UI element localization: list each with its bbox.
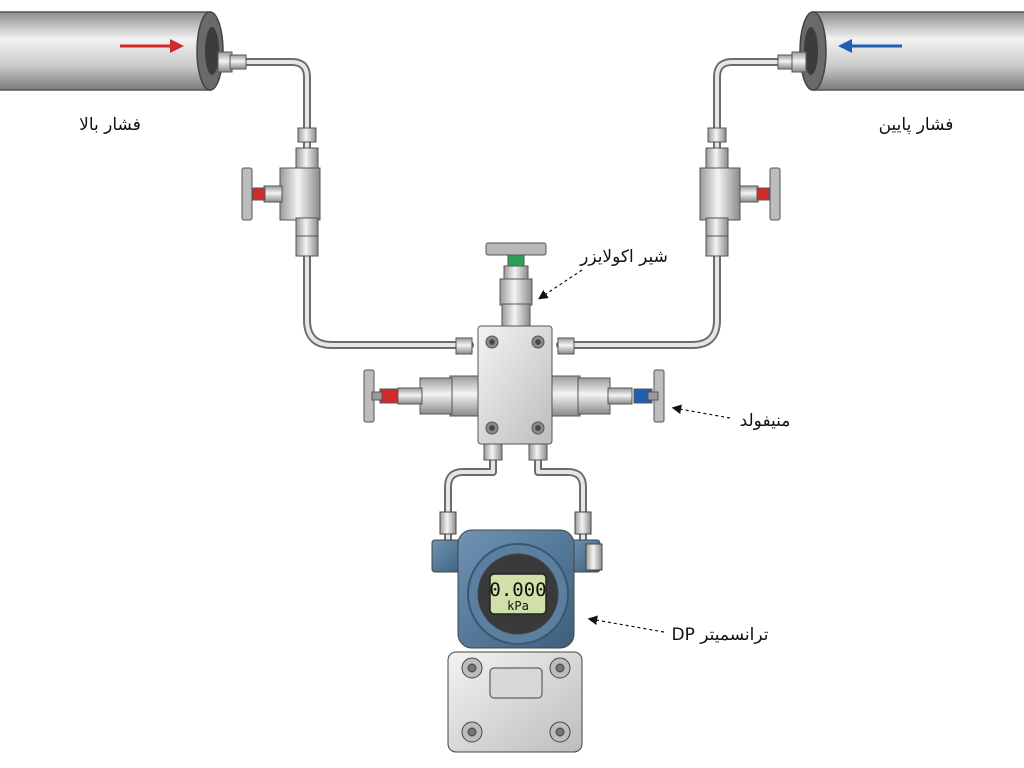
equalizer-valve bbox=[485, 242, 547, 327]
high-pressure-pipe bbox=[0, 11, 224, 91]
dp-transmitter bbox=[431, 511, 603, 753]
low-pressure-flow-arrow bbox=[838, 39, 902, 53]
low-side-isolation-valve bbox=[699, 147, 781, 237]
manifold-callout bbox=[671, 404, 731, 419]
dp-transmitter-label: ترانسمیتر DP bbox=[672, 625, 769, 645]
display-value: 0.000 bbox=[489, 579, 546, 601]
low-pressure-label: فشار پایین bbox=[879, 115, 954, 135]
high-side-isolation-valve bbox=[241, 147, 321, 237]
equalizer-valve-label: شیر اکولایزر bbox=[579, 247, 668, 267]
manifold-block bbox=[363, 325, 665, 461]
high-pressure-label: فشار بالا bbox=[79, 115, 141, 135]
manifold-label: منیفولد bbox=[740, 411, 791, 431]
equalizer-valve-callout bbox=[538, 269, 583, 300]
display-unit: kPa bbox=[507, 599, 529, 613]
dp-transmitter-callout bbox=[587, 615, 665, 633]
high-pressure-flow-arrow bbox=[120, 39, 184, 53]
tap-fittings bbox=[217, 51, 807, 355]
low-pressure-pipe bbox=[799, 11, 1024, 91]
